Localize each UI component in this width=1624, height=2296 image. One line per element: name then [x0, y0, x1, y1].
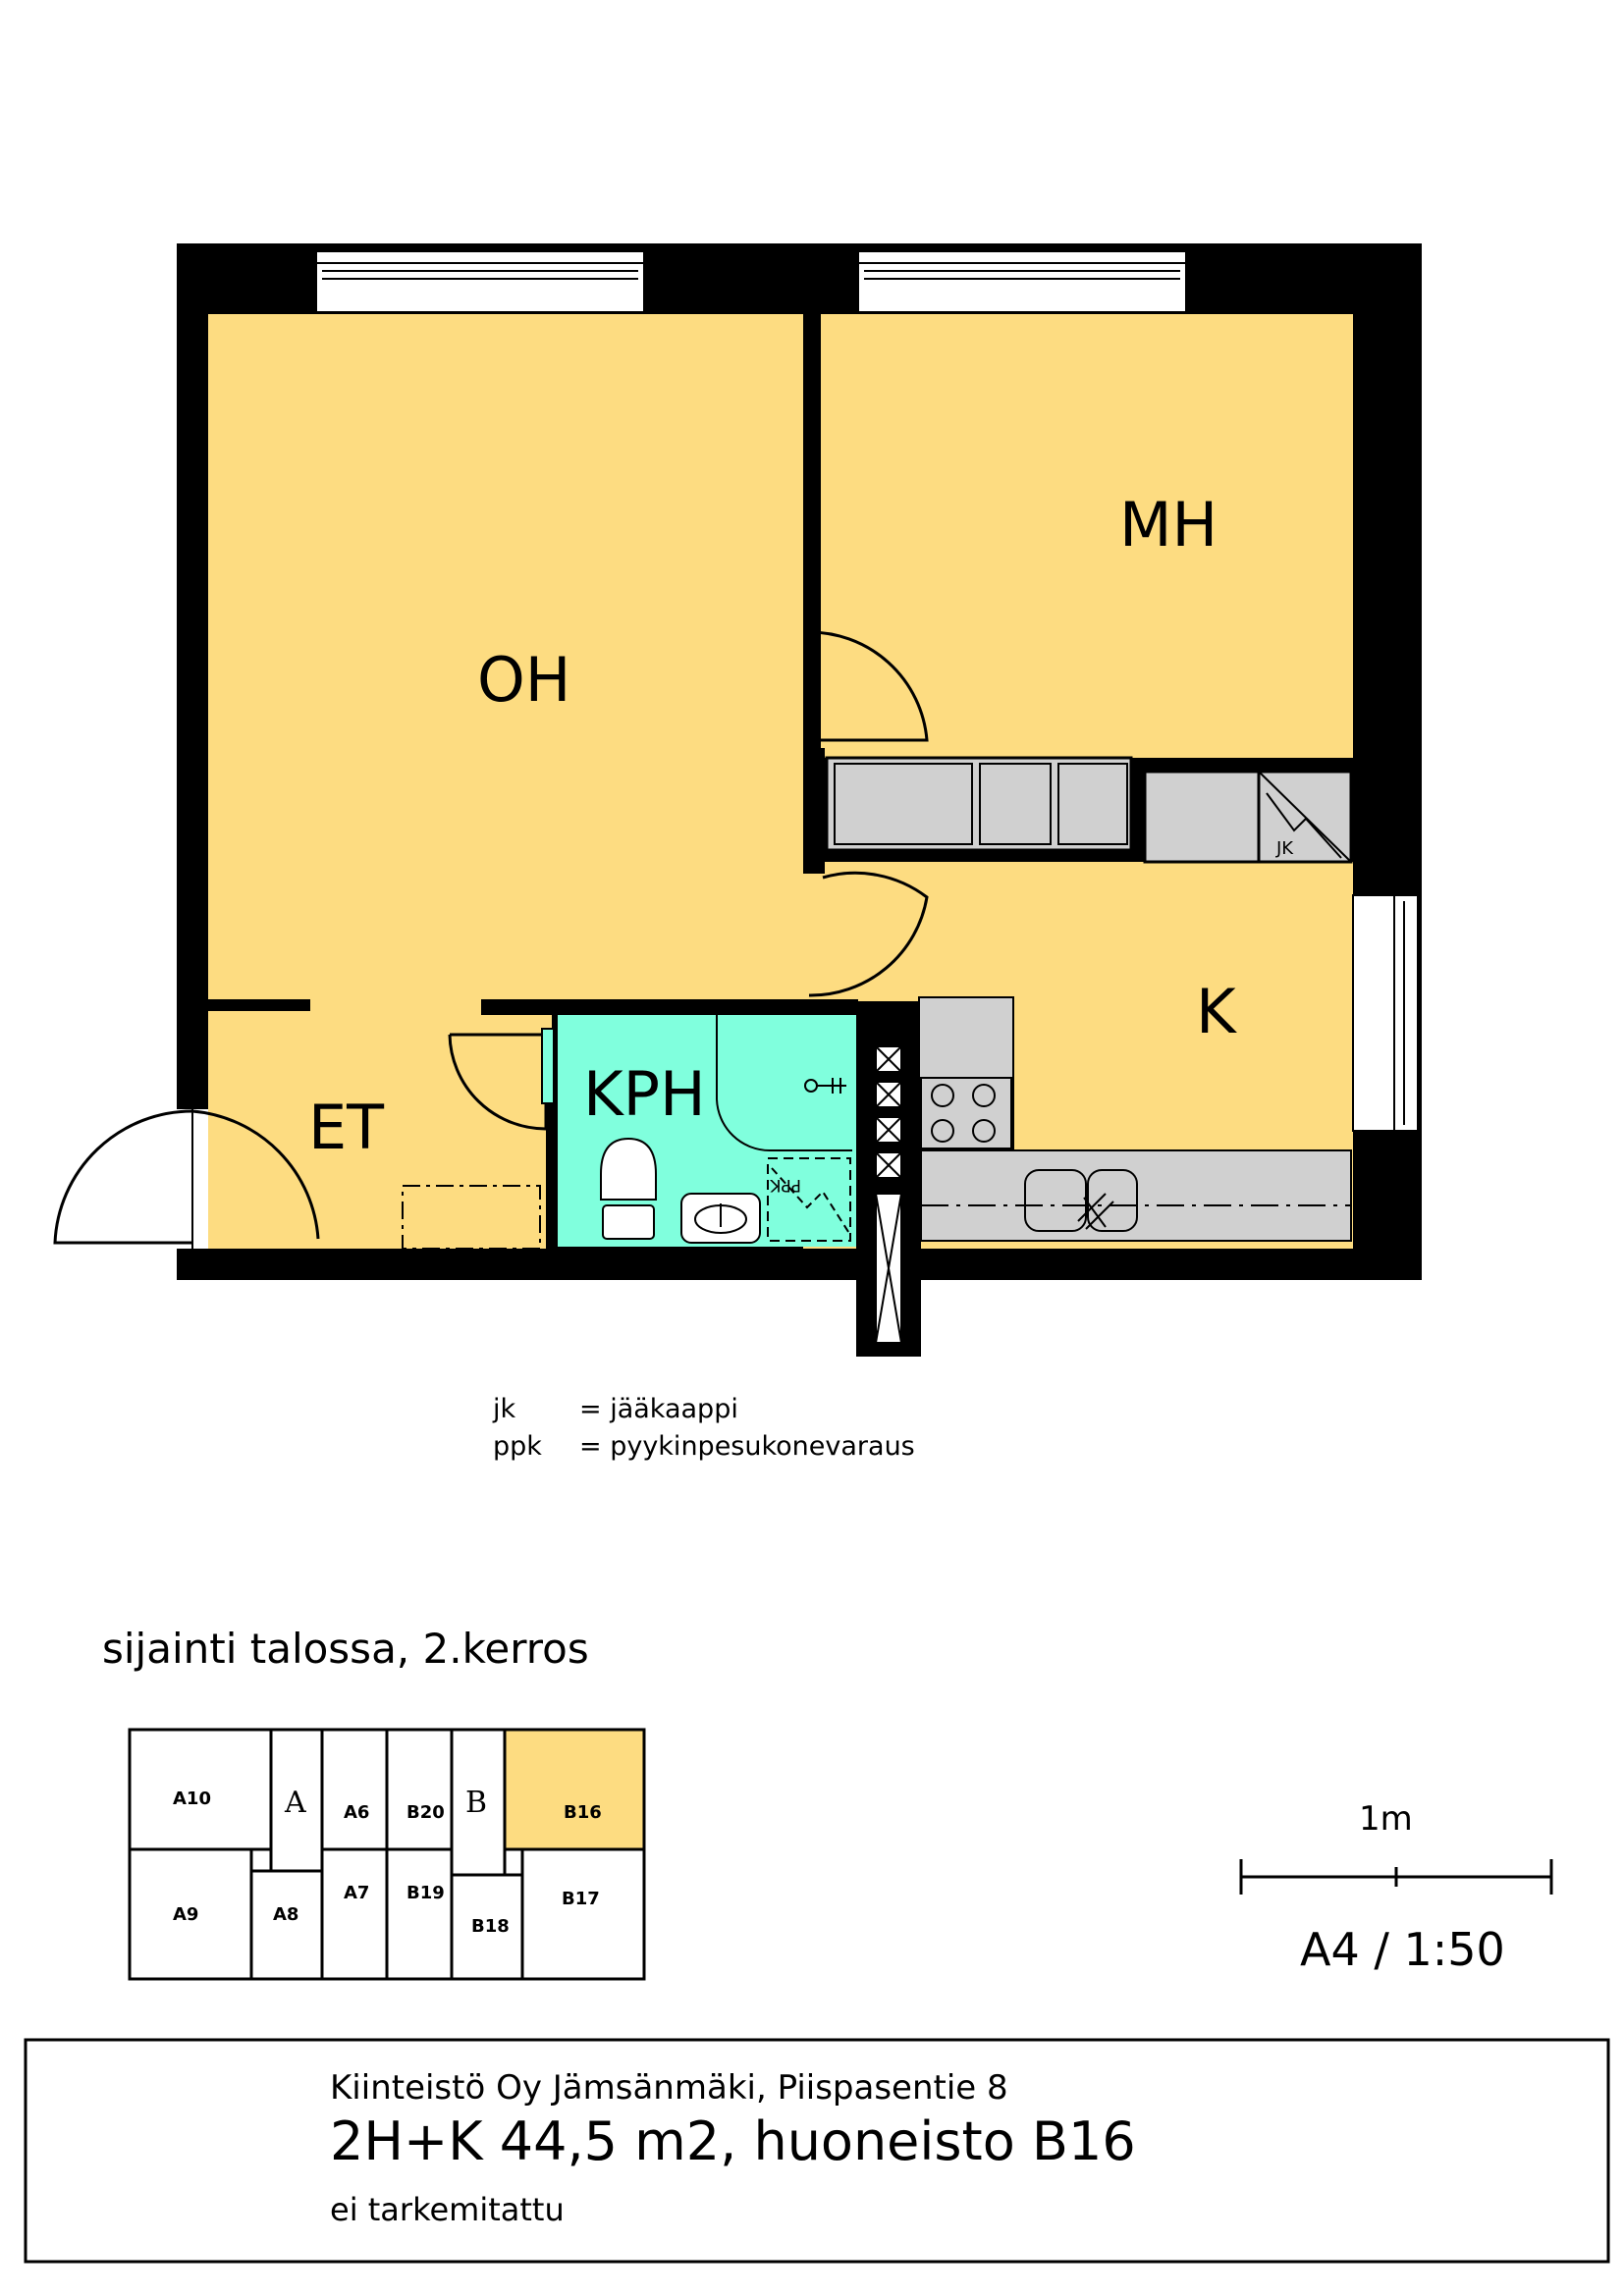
room-label-et: ET: [308, 1092, 385, 1163]
kitchen-stove: [918, 996, 1014, 1151]
cell-label-a: A: [284, 1786, 306, 1820]
washer-label: PPK: [769, 1175, 801, 1195]
cell-label-b20: B20: [406, 1802, 445, 1823]
wardrobe-reservation: [402, 1185, 541, 1250]
legend: jk = jääkaappi ppk = pyykinpesukonevarau…: [492, 1394, 915, 1462]
location-heading: sijainti talossa, 2.kerros: [102, 1625, 589, 1673]
cell-b20: [385, 1728, 454, 1851]
kitchen-worktop: [920, 1149, 1352, 1242]
scale-bar: 1m A4 / 1:50: [1239, 1799, 1553, 1976]
window-mh: [857, 250, 1187, 313]
room-et-floor: [208, 999, 552, 1249]
cell-stair-b: [450, 1728, 507, 1877]
cell-b19: [385, 1847, 454, 1981]
duct-cross-2: [875, 1193, 902, 1344]
cell-b17: [520, 1847, 646, 1981]
washer-reservation: [767, 1157, 851, 1242]
cell-label-b16: B16: [564, 1802, 602, 1823]
location-map: sijainti talossa, 2.kerros A10 A A6 B20 …: [102, 1625, 646, 1981]
title-apartment: 2H+K 44,5 m2, huoneisto B16: [330, 2110, 1136, 2172]
legend-code-jk: jk: [492, 1394, 516, 1424]
wall-et-oh-left: [208, 999, 310, 1011]
wall-oh-mh: [803, 314, 821, 624]
cell-b16: [503, 1728, 646, 1851]
window-oh: [315, 250, 645, 313]
title-block: Kiinteistö Oy Jämsänmäki, Piispasentie 8…: [24, 2038, 1610, 2264]
cell-label-b19: B19: [406, 1883, 445, 1903]
entrance-door-swing: [53, 1109, 193, 1245]
scale-ratio: A4 / 1:50: [1300, 1923, 1505, 1976]
cell-label-b18: B18: [471, 1916, 510, 1937]
cell-label-a8: A8: [273, 1904, 298, 1925]
cell-label-a10: A10: [173, 1789, 211, 1809]
fridge: JK: [1257, 770, 1353, 864]
cell-b18: [450, 1873, 524, 1981]
bathroom-fixtures: PPK: [600, 1015, 852, 1244]
toilet-icon: [600, 1137, 657, 1201]
shower-curve: [716, 1015, 852, 1151]
cell-a7: [320, 1847, 389, 1981]
legend-code-ppk: ppk: [493, 1431, 542, 1462]
room-label-k: K: [1196, 976, 1237, 1047]
door-mh-swing: [806, 630, 929, 742]
room-label-mh: MH: [1119, 489, 1218, 561]
cell-label-a7: A7: [344, 1883, 369, 1903]
cell-label-a9: A9: [173, 1904, 198, 1925]
door-kph-swing: [448, 1033, 548, 1131]
cell-stair-a: [269, 1728, 324, 1873]
cell-label-a6: A6: [344, 1802, 369, 1823]
legend-desc-jk: = jääkaappi: [579, 1394, 738, 1424]
floor-plan: JK: [53, 243, 1422, 1357]
title-note: ei tarkemitattu: [330, 2191, 565, 2228]
cell-a6: [320, 1728, 389, 1851]
cell-label-b: B: [465, 1786, 487, 1820]
legend-desc-ppk: = pyykinpesukonevaraus: [579, 1431, 915, 1462]
scale-bar-label: 1m: [1359, 1799, 1413, 1839]
wall-et-oh-right: [481, 999, 858, 1015]
wall-pillar: [803, 748, 825, 874]
kitchen-cabinets: [825, 756, 1261, 864]
window-k: [1352, 894, 1419, 1132]
shaft-vents: [875, 1045, 902, 1179]
title-address: Kiinteistö Oy Jämsänmäki, Piispasentie 8: [330, 2068, 1008, 2108]
cell-label-b17: B17: [562, 1889, 600, 1909]
cell-a9: [128, 1847, 253, 1981]
fridge-label: JK: [1275, 838, 1294, 859]
room-label-oh: OH: [477, 644, 570, 716]
room-oh-floor: [208, 314, 803, 999]
cell-a8: [249, 1869, 324, 1981]
room-label-kph: KPH: [583, 1058, 706, 1130]
door-k-swing: [808, 871, 929, 997]
room-mh-floor: [821, 314, 1353, 758]
wall-et-kph: [546, 1103, 558, 1249]
